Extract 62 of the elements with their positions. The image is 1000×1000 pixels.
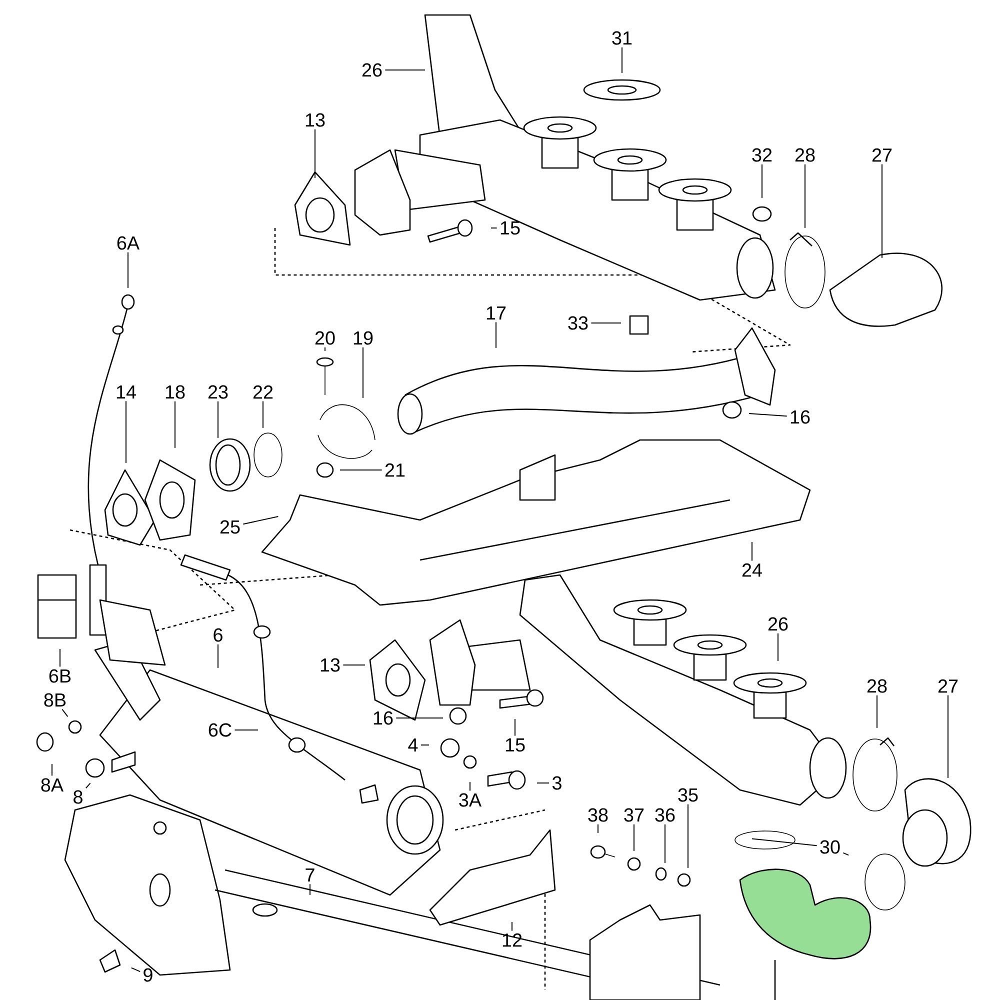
callout-number: 22	[253, 385, 273, 399]
callout-number: 3A	[459, 793, 482, 807]
callout-number: 13	[320, 658, 340, 672]
callout-number: 37	[624, 808, 644, 822]
callout-number: 6	[214, 628, 222, 642]
callout-number: 3	[552, 776, 562, 790]
leader-line	[664, 824, 666, 864]
callout-number: 21	[385, 463, 405, 477]
callout-number: 27	[938, 679, 958, 693]
leader-line	[362, 346, 364, 398]
leader-line	[130, 967, 141, 972]
callout-number: 8A	[41, 778, 64, 792]
callout-number: 25	[220, 520, 240, 534]
leader-line	[590, 322, 622, 324]
leader-line	[174, 400, 176, 448]
callout-number: 36	[655, 808, 675, 822]
leader-line	[748, 413, 788, 417]
leader-line	[420, 744, 430, 746]
callout-number: 26	[362, 63, 382, 77]
callout-number: 7	[306, 868, 314, 882]
callout-number: 27	[872, 148, 892, 162]
callout-number: 4	[408, 738, 418, 752]
callout-number: 18	[166, 385, 185, 399]
callout-number: 20	[315, 331, 335, 345]
leader-line	[842, 852, 850, 856]
leader-line	[804, 164, 806, 228]
callout-number: 6B	[49, 669, 71, 683]
callout-number: 19	[354, 331, 373, 345]
callout-number: 30	[820, 840, 840, 854]
callout-number: 9	[144, 968, 152, 982]
callout-number: 28	[867, 679, 887, 693]
callout-number: 35	[678, 788, 698, 802]
callout-number: 26	[768, 617, 788, 631]
callout-number: 15	[500, 221, 520, 235]
callout-number: 16	[374, 711, 393, 725]
leader-line	[752, 838, 818, 846]
leader-line	[62, 708, 68, 717]
callout-number: 23	[208, 385, 228, 399]
callout-number: 32	[752, 148, 772, 162]
leader-line	[536, 782, 550, 784]
callout-number: 38	[588, 808, 608, 822]
callout-number: 28	[795, 148, 815, 162]
callout-number: 33	[568, 316, 588, 330]
leader-line	[514, 718, 516, 736]
callout-number: 14	[116, 386, 136, 399]
callout-number: 31	[612, 31, 632, 45]
callout-number: 17	[486, 306, 506, 320]
callout-number: 15	[506, 738, 525, 752]
callout-number: 6C	[208, 723, 232, 737]
callout-number: 8B	[44, 693, 66, 707]
callout-number: 13	[306, 113, 325, 127]
leader-line	[324, 346, 326, 352]
leader-line	[876, 694, 878, 728]
callout-number: 16	[790, 410, 810, 424]
leader-line	[242, 516, 279, 525]
callout-number: 8	[74, 790, 82, 804]
callout-number: 6A	[117, 236, 140, 250]
callout-number: 24	[742, 563, 762, 577]
leader-line	[342, 664, 366, 666]
leader-line	[85, 782, 91, 789]
leader-line	[314, 128, 316, 178]
leader-line	[262, 400, 264, 428]
